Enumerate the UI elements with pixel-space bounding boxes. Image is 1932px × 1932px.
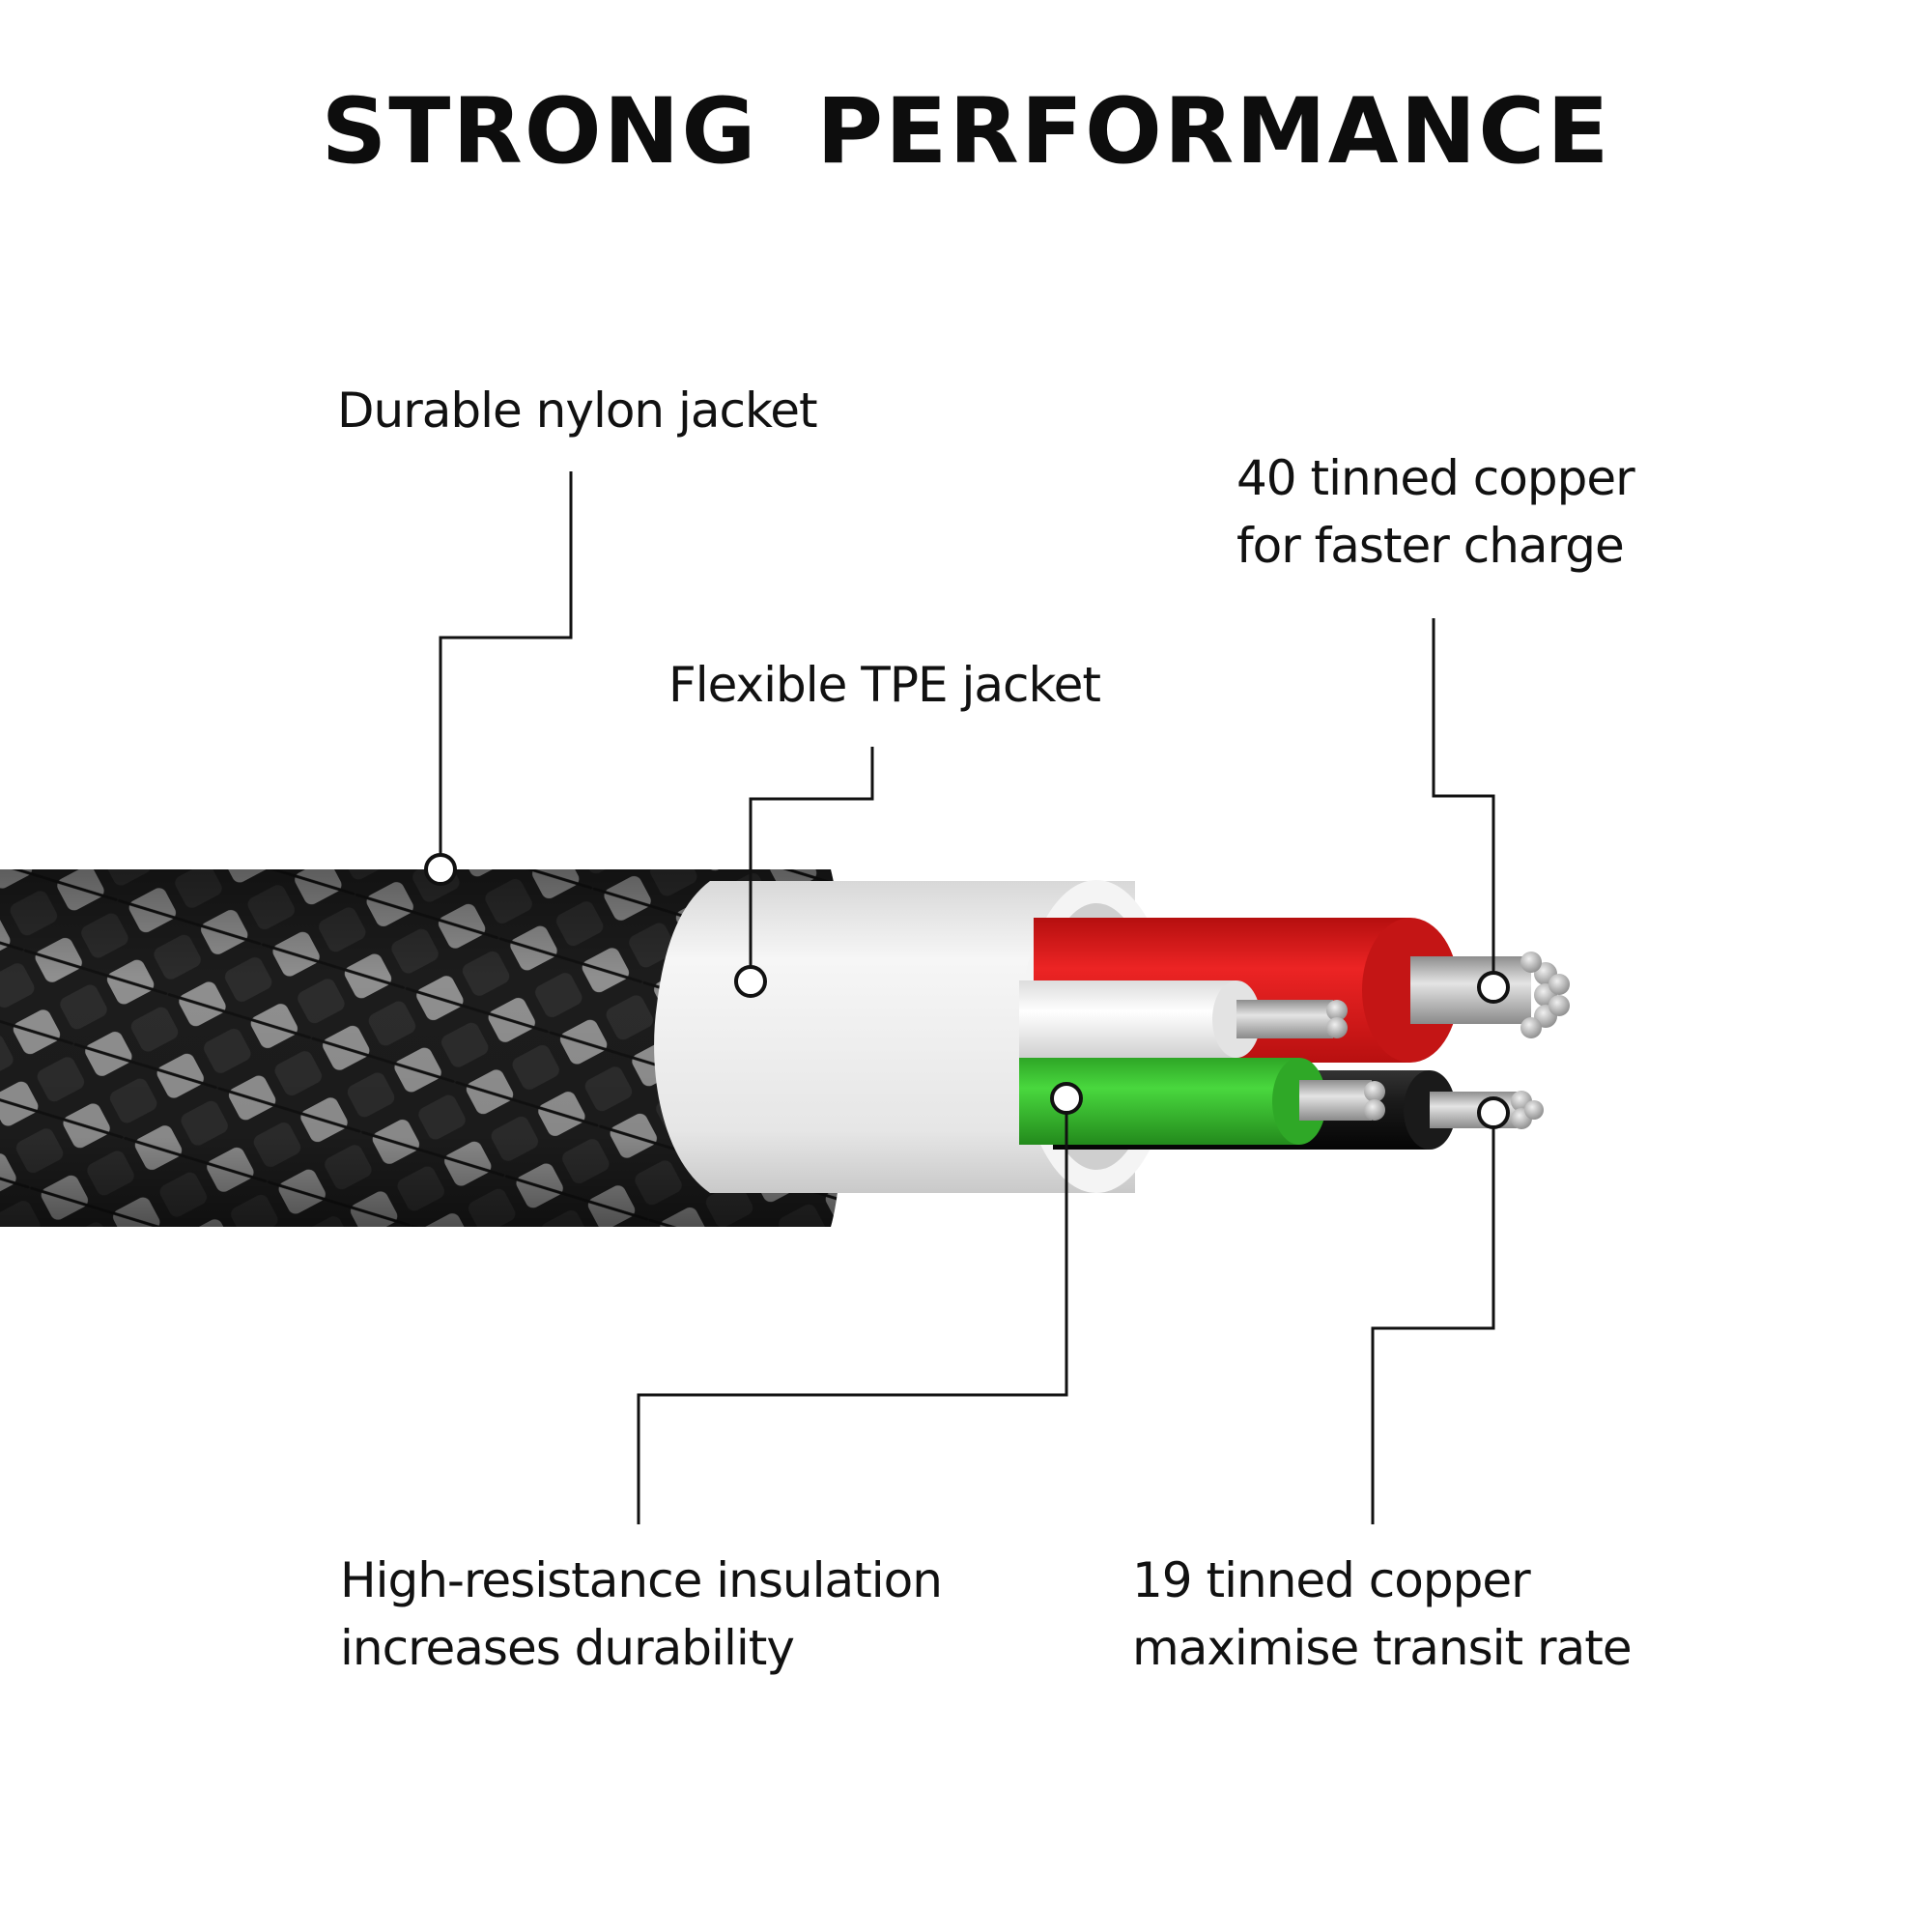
copper-40-label-line-2: for faster charge [1236,518,1625,574]
copper-19-label-line-1: 19 tinned copper [1132,1552,1531,1608]
insulation-label: High-resistance insulation increases dur… [340,1547,943,1682]
insulation-label-line-1: High-resistance insulation [340,1552,943,1608]
copper-strands-40 [1520,952,1570,1038]
tpe-jacket-label-text: Flexible TPE jacket [668,657,1101,713]
copper-strands-small [1326,1000,1385,1121]
nylon-jacket-label: Durable nylon jacket [337,377,818,444]
copper-19-label: 19 tinned copper maximise transit rate [1132,1547,1633,1682]
callout-dot-copper-40 [1477,971,1510,1004]
green-wire [1019,1058,1372,1145]
insulation-label-line-2: increases durability [340,1620,795,1676]
leader-line-copper-40 [1432,618,1495,973]
leader-line-copper-19 [1371,1119,1495,1524]
white-wire [1019,980,1333,1058]
leader-line-tpe [749,747,874,966]
nylon-jacket-label-text: Durable nylon jacket [337,383,818,439]
tpe-jacket-label: Flexible TPE jacket [668,651,1101,719]
callout-dot-copper-19 [1477,1096,1510,1129]
copper-strands-19 [1511,1091,1544,1129]
callout-dot-nylon [424,853,457,886]
leader-line-nylon [439,471,573,855]
copper-40-label: 40 tinned copper for faster charge [1236,444,1635,580]
copper-19-label-line-2: maximise transit rate [1132,1620,1633,1676]
copper-40-label-line-1: 40 tinned copper [1236,450,1635,506]
callout-dot-insulation [1050,1082,1083,1115]
page-title: STRONG PERFORMANCE [321,79,1611,185]
leader-line-insulation [637,1111,1068,1524]
callout-dot-tpe [734,965,767,998]
nylon-jacket [0,869,845,1227]
